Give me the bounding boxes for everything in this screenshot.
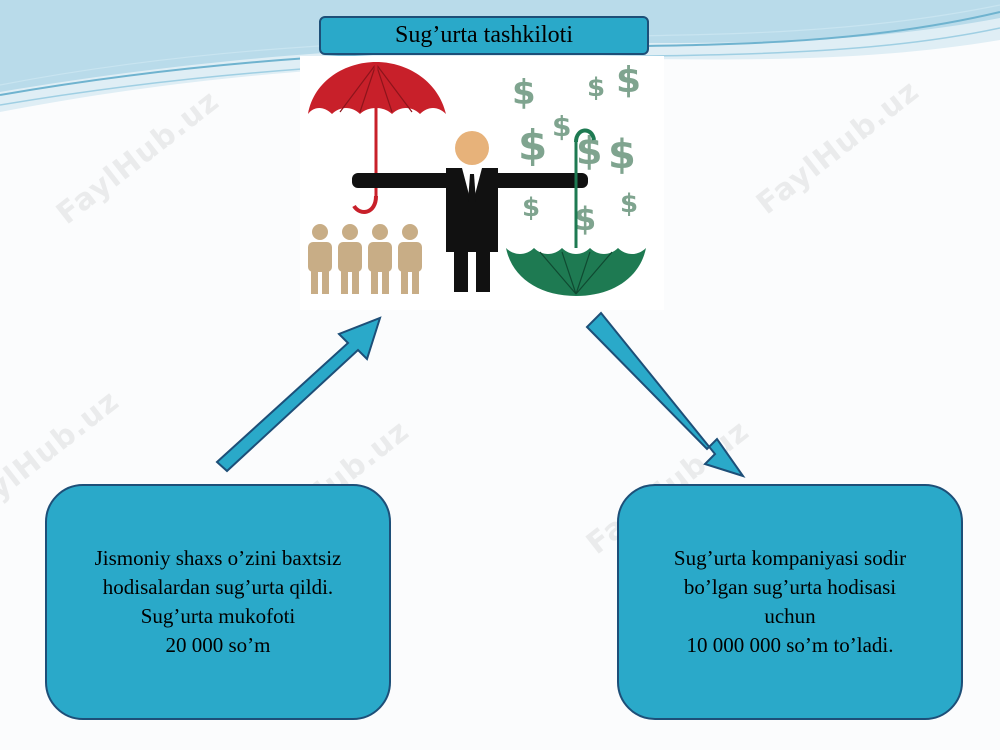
text-line: Sug’urta mukofoti — [140, 604, 296, 628]
red-umbrella-icon — [308, 62, 446, 214]
insurance-illustration: $ $ $ $ $ $ $ $ $ $ — [300, 56, 664, 310]
text-line: bo’lgan sug’urta hodisasi — [683, 575, 897, 599]
text-line: Sug’urta kompaniyasi sodir — [673, 546, 907, 570]
dollar-icon: $ — [574, 200, 596, 238]
dollar-icon: $ — [512, 73, 536, 113]
people-icon — [308, 224, 422, 294]
dollar-icon: $ — [518, 121, 547, 170]
man-icon — [352, 131, 588, 292]
insurance-payout-box: Sug’urta kompaniyasi sodir bo’lgan sug’u… — [617, 484, 963, 720]
dollar-icon: $ — [620, 189, 638, 219]
insured-person-text: Jismoniy shaxs o’zini baxtsiz hodisalard… — [95, 544, 342, 660]
dollar-icon: $ — [552, 110, 571, 143]
text-line: 20 000 so’m — [165, 633, 271, 657]
dollar-icon: $ — [587, 73, 605, 103]
dollar-icon: $ — [576, 129, 602, 173]
dollar-icon: $ — [522, 193, 540, 223]
title-box: Sug’urta tashkiloti — [319, 16, 649, 55]
text-line: hodisalardan sug’urta qildi. — [102, 575, 334, 599]
insured-person-box: Jismoniy shaxs o’zini baxtsiz hodisalard… — [45, 484, 391, 720]
text-line: uchun — [764, 604, 816, 628]
green-umbrella-icon — [506, 128, 646, 296]
insurance-illustration-svg: $ $ $ $ $ $ $ $ $ $ — [308, 60, 646, 296]
dollar-icon: $ — [616, 60, 641, 101]
dollar-icon: $ — [608, 132, 636, 178]
title-text: Sug’urta tashkiloti — [395, 22, 573, 48]
text-line: Jismoniy shaxs o’zini baxtsiz — [94, 546, 342, 570]
dollar-signs: $ $ $ $ $ $ $ $ $ $ — [512, 60, 641, 238]
insurance-payout-text: Sug’urta kompaniyasi sodir bo’lgan sug’u… — [674, 544, 906, 660]
text-line: 10 000 000 so’m to’ladi. — [686, 633, 894, 657]
arrow-down-right — [585, 311, 746, 478]
arrow-up-right — [215, 316, 382, 473]
